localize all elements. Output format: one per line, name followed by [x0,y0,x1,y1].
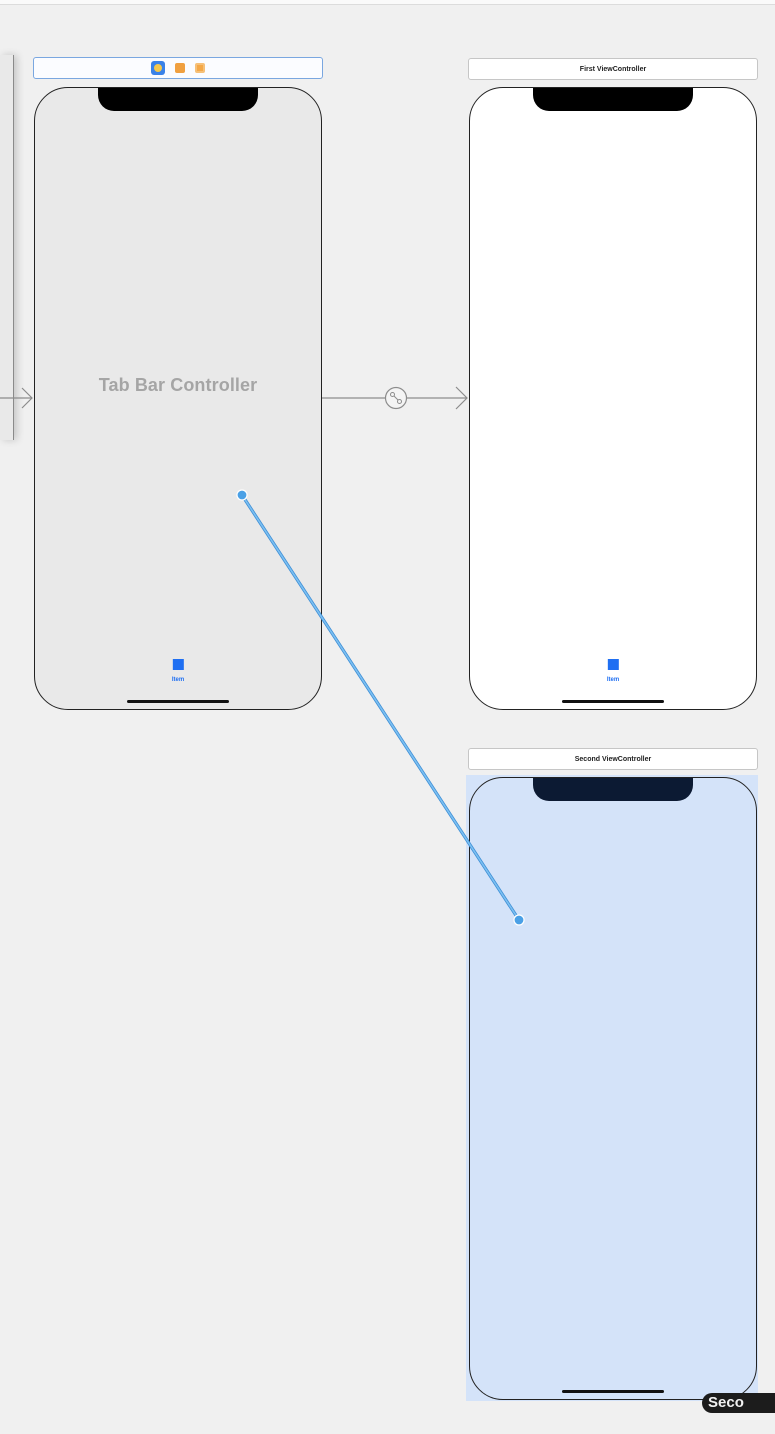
tab-item-label: Item [171,677,185,683]
home-indicator [127,700,229,703]
tab-bar-controller-title: Tab Bar Controller [98,375,258,395]
view-controller-icon[interactable] [151,61,165,75]
tab-bar-controller-scene[interactable]: Tab Bar Controller Item [34,87,322,710]
relationship-segue-icon [390,392,402,404]
tab-item-icon [172,659,184,670]
second-view-controller-title: Second ViewController [574,755,652,763]
popup-label: Seco [702,1393,775,1413]
initial-entry-arrow[interactable] [0,387,33,409]
drag-end-handle[interactable] [513,914,525,926]
drag-start-handle[interactable] [236,489,248,501]
tab-bar-item[interactable]: Item [607,659,619,683]
home-indicator [562,700,664,703]
tab-item-label: Item [606,677,620,683]
second-view-controller-scene[interactable] [469,777,757,1400]
first-view-controller-title: First ViewController [579,65,647,73]
first-view-controller-scene-bar[interactable]: First ViewController [468,58,758,80]
navigation-controller-scene-edge[interactable] [0,55,14,440]
drag-connection-line[interactable] [236,489,525,926]
device-notch [533,88,693,111]
second-view-controller-scene-bar[interactable]: Second ViewController [468,748,758,770]
device-notch [98,88,258,111]
device-notch [533,778,693,801]
tab-item-icon [607,659,619,670]
first-view-controller-scene[interactable]: Item [469,87,757,710]
tab-bar-controller-scene-bar[interactable] [33,57,323,79]
exit-icon[interactable] [195,63,205,73]
home-indicator [562,1390,664,1393]
first-responder-icon[interactable] [175,63,185,73]
tab-bar-item[interactable]: Item [172,659,184,683]
canvas-top-edge [0,0,775,5]
relationship-segue[interactable] [322,386,468,410]
